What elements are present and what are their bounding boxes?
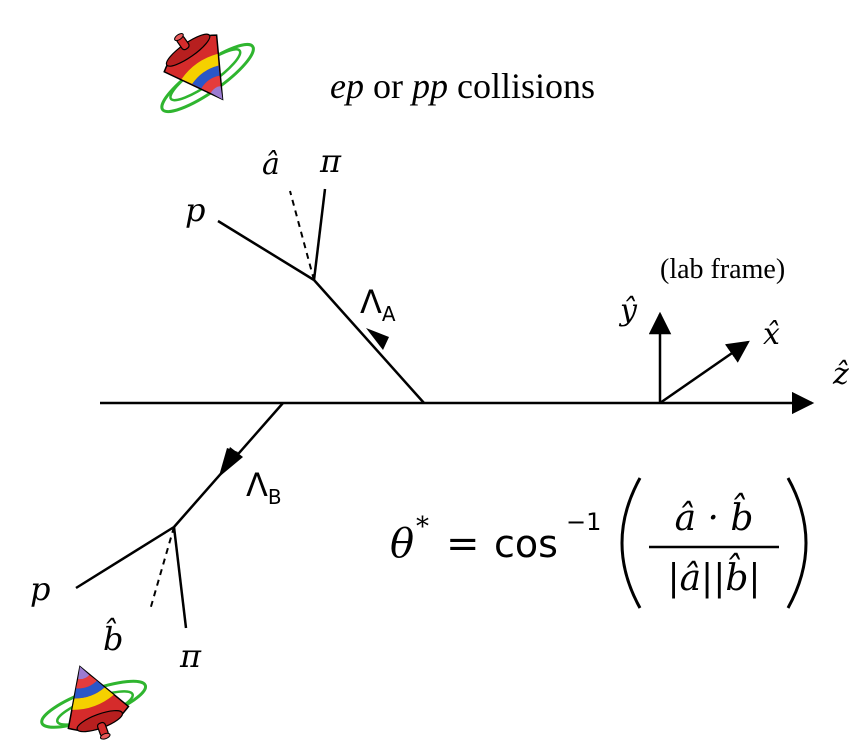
lambda-b-arrowhead-fill xyxy=(219,447,243,477)
pion-track-top xyxy=(312,188,327,281)
a-hat-dashed xyxy=(289,190,315,281)
proton-label-bottom: p xyxy=(30,570,50,608)
axis-y-label: ŷ xyxy=(618,293,638,328)
lambda-a-arrowhead xyxy=(366,328,389,350)
pion-label-top: π xyxy=(319,142,342,180)
proton-label-top: p xyxy=(185,191,205,229)
axis-z-label: ẑ xyxy=(832,357,849,392)
lambda-a-track xyxy=(313,279,425,404)
axis-x-label: x̂ xyxy=(763,317,780,352)
b-hat-dashed xyxy=(149,526,175,611)
proton-track-top xyxy=(217,219,315,282)
pion-track-bottom xyxy=(172,526,188,629)
formula-star: * xyxy=(416,512,429,542)
diagram-title: ep or pp collisions xyxy=(330,66,595,106)
a-hat-label: â xyxy=(262,147,280,182)
formula-lhs: θ xyxy=(390,521,414,567)
right-paren xyxy=(786,477,808,609)
axis-x-arrow xyxy=(659,340,750,405)
proton-track-bottom xyxy=(75,525,175,590)
lambda-b-label: ΛB xyxy=(246,466,282,509)
spinning-top-icon xyxy=(160,33,255,114)
left-paren xyxy=(620,477,642,609)
spinning-top-inverted-icon xyxy=(40,665,148,740)
b-hat-label: b̂ xyxy=(103,617,123,658)
formula-numerator: â · b̂ xyxy=(675,493,754,539)
lab-frame-label: (lab frame) xyxy=(660,254,785,285)
formula-func: cos xyxy=(494,522,558,566)
lambda-a-label: ΛA xyxy=(360,283,396,326)
pion-label-bottom: π xyxy=(179,637,202,675)
formula-denominator: |â||b̂| xyxy=(667,553,760,599)
opening-angle-formula: θ * = cos −1 â · b̂ |â||b̂| xyxy=(390,477,808,609)
formula-equals: = xyxy=(446,521,480,567)
formula-exponent: −1 xyxy=(566,508,601,536)
